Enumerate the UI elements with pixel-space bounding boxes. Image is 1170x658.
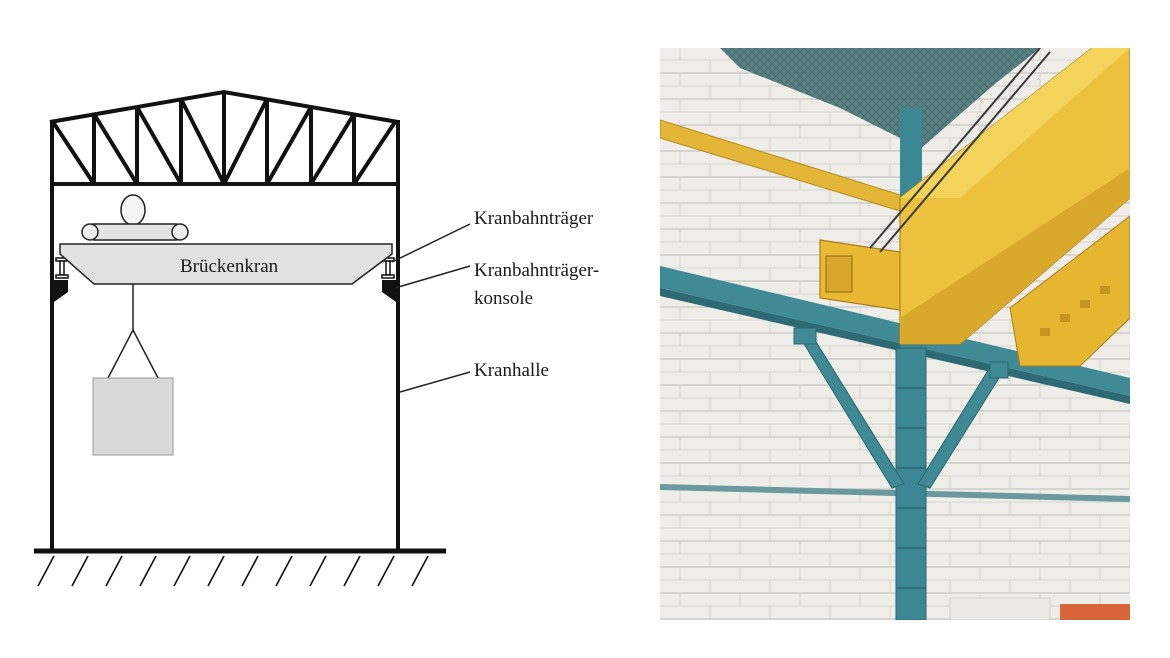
ground <box>34 548 446 587</box>
safety-net <box>720 48 1040 158</box>
crane-rail-girders <box>55 257 395 279</box>
crane-hall-diagram: Brückenkran Kranbahnträger Kranbahnträge… <box>34 89 599 587</box>
crane-rail-consoles <box>54 280 396 302</box>
crane-label: Brückenkran <box>180 256 279 277</box>
diagram-labels: Kranbahnträger Kranbahnträger- konsole K… <box>474 208 599 381</box>
label-konsole-line2: konsole <box>474 288 533 309</box>
label-kranhalle: Kranhalle <box>474 360 549 381</box>
crane-bridge-girder <box>59 243 393 285</box>
roof-truss <box>49 89 399 186</box>
label-kranbahntraeger: Kranbahnträger <box>474 208 594 229</box>
bridge-crane-photo <box>660 48 1130 620</box>
label-konsole-line1: Kranbahnträger- <box>474 260 599 281</box>
runway-beam <box>660 266 1130 396</box>
bridge-crane: Brückenkran <box>59 194 393 456</box>
wall-pipe <box>660 484 1130 502</box>
hall-columns <box>50 120 400 550</box>
hoist-sling <box>107 328 159 379</box>
trolley-motor <box>120 194 146 226</box>
photo-illustration <box>660 48 1130 620</box>
conductor-lines <box>869 48 1051 253</box>
load-block <box>92 377 174 456</box>
trolley <box>85 223 185 241</box>
leader-lines <box>391 223 471 393</box>
